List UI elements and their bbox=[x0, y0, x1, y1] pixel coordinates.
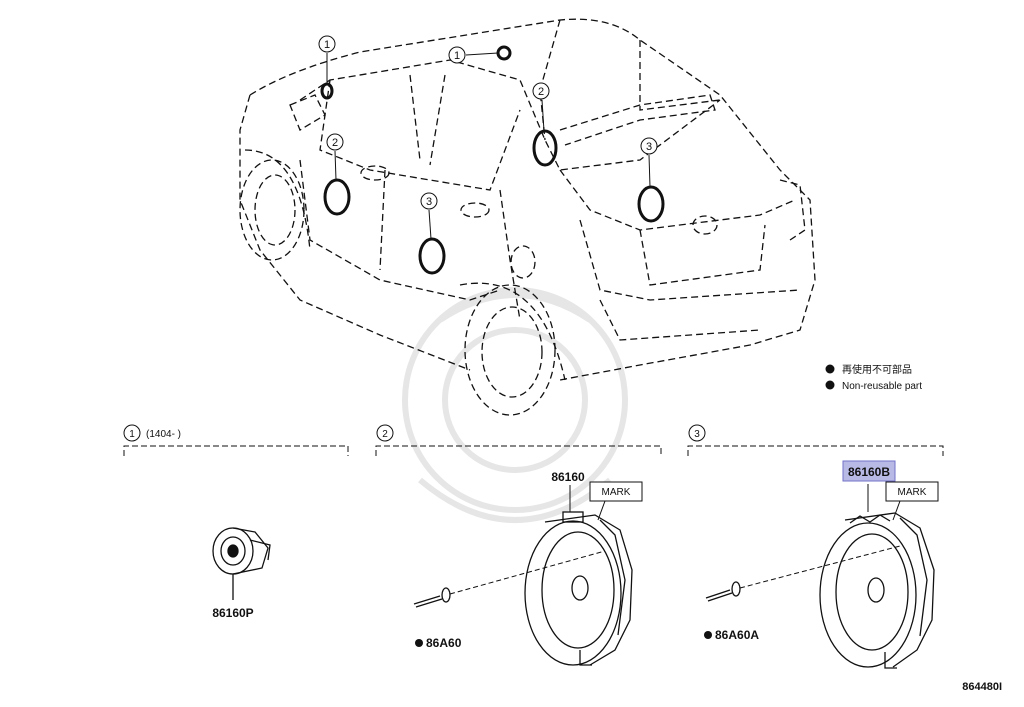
diagram-id: 864480I bbox=[962, 681, 1002, 693]
svg-text:2: 2 bbox=[332, 137, 338, 149]
svg-text:1: 1 bbox=[454, 50, 460, 62]
callout-3a: 3 bbox=[640, 137, 658, 188]
location-ring-3a bbox=[637, 185, 665, 223]
mark-front-box: MARK bbox=[589, 481, 643, 521]
part-label-86160P: 86160P bbox=[212, 606, 253, 620]
part-label-86160: 86160 bbox=[551, 470, 585, 484]
part-label-86160B: 86160B bbox=[848, 465, 890, 479]
part-label-86A60A: 86A60A bbox=[715, 628, 759, 642]
location-ring-2b bbox=[323, 178, 351, 216]
location-markers bbox=[320, 45, 665, 275]
svg-text:3: 3 bbox=[694, 429, 700, 440]
svg-text:1: 1 bbox=[129, 429, 135, 440]
front-speaker-part bbox=[524, 511, 633, 666]
non-reusable-bullet-icon bbox=[825, 364, 835, 374]
location-ring-2a bbox=[532, 129, 558, 167]
svg-text:MARK: MARK bbox=[898, 487, 927, 498]
legend-en: Non-reusable part bbox=[842, 381, 922, 392]
car-illustration bbox=[239, 18, 816, 416]
part-label-86160B-highlight: 86160B bbox=[842, 460, 896, 482]
location-ring-3b bbox=[418, 237, 446, 275]
non-reusable-bullet-icon bbox=[704, 631, 712, 639]
svg-text:3: 3 bbox=[426, 196, 432, 208]
callout-2b: 2 bbox=[326, 133, 344, 181]
svg-text:2: 2 bbox=[538, 86, 544, 98]
legend-jp: 再使用不可部品 bbox=[842, 363, 912, 376]
section-3-header: 3 bbox=[687, 424, 944, 456]
tweeter-part bbox=[212, 527, 271, 600]
non-reusable-bullet-icon bbox=[415, 639, 423, 647]
location-ring-1b bbox=[496, 45, 512, 61]
svg-text:2: 2 bbox=[382, 429, 388, 440]
non-reusable-bullet-icon bbox=[825, 380, 835, 390]
location-ring-1a bbox=[320, 82, 334, 100]
section-1-range: (1404- ) bbox=[146, 429, 181, 440]
front-screw-leader bbox=[449, 550, 606, 595]
part-label-86A60: 86A60 bbox=[426, 636, 462, 650]
mark-rear-box: MARK bbox=[885, 481, 939, 521]
svg-text:1: 1 bbox=[324, 39, 330, 51]
svg-text:3: 3 bbox=[646, 141, 652, 153]
callout-3b: 3 bbox=[420, 192, 438, 240]
rear-screw-leader bbox=[739, 545, 901, 589]
front-screw-part bbox=[413, 587, 451, 608]
callouts: 1 1 2 2 3 3 bbox=[318, 35, 658, 240]
rear-speaker-part bbox=[819, 512, 935, 669]
section-2-header: 2 bbox=[375, 424, 662, 456]
section-1-header: 1 (1404- ) bbox=[123, 424, 349, 456]
rear-screw-part bbox=[705, 581, 741, 602]
svg-text:MARK: MARK bbox=[602, 487, 631, 498]
legend: 再使用不可部品 Non-reusable part bbox=[825, 363, 922, 392]
callout-1a: 1 bbox=[318, 35, 336, 84]
callout-1b: 1 bbox=[448, 46, 499, 64]
callout-2a: 2 bbox=[532, 82, 550, 132]
